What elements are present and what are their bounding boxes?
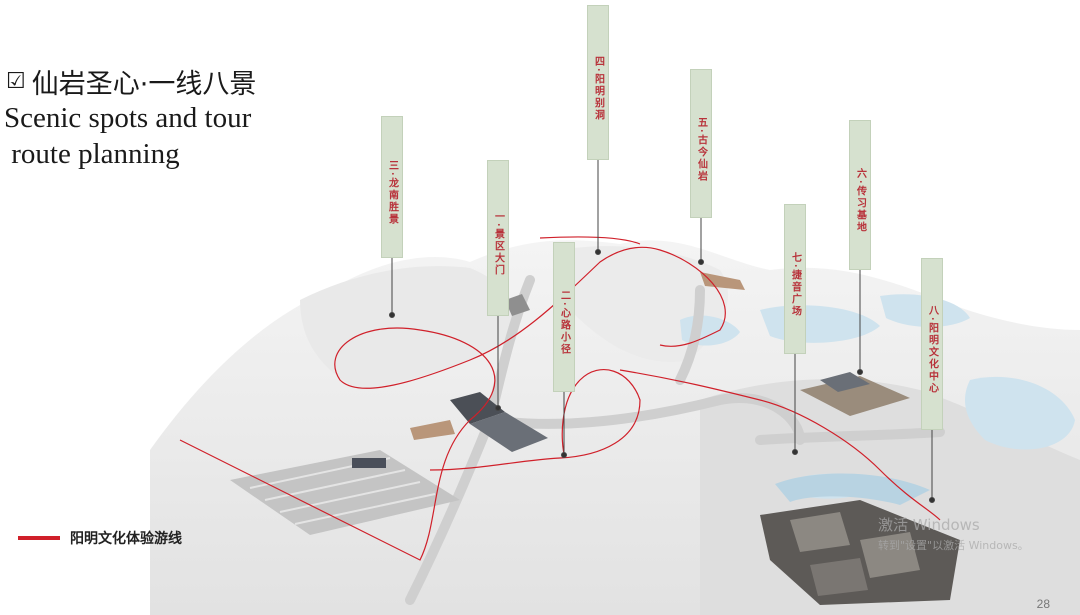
watermark-line-2: 转到"设置"以激活 Windows。 — [878, 539, 1029, 552]
spot-tag-7: 七·捷音广场 — [784, 204, 806, 354]
checkbox-icon: ☑ — [6, 69, 26, 94]
spot-tag-1: 一·景区大门 — [487, 160, 509, 316]
buildings — [410, 272, 960, 605]
watermark-line-1: 激活 Windows — [878, 516, 980, 534]
spot-tag-5: 五·古今仙岩 — [690, 69, 712, 218]
page-number: 28 — [1036, 597, 1050, 611]
title-en-line-1: Scenic spots and tour — [4, 102, 252, 134]
spot-label: 二·心路小径 — [558, 290, 570, 356]
title-en-line-2: route planning — [4, 138, 180, 170]
spot-tag-2: 二·心路小径 — [553, 242, 575, 392]
spot-tag-8: 八·阳明文化中心 — [921, 258, 943, 430]
spot-label: 七·捷音广场 — [789, 252, 801, 318]
parking-lot — [230, 450, 460, 535]
spot-label: 一·景区大门 — [492, 211, 504, 277]
route-legend: 阳明文化体验游线 — [18, 528, 182, 548]
page-title-en: Scenic spots and tour route planning — [4, 100, 251, 172]
spot-label: 三·龙南胜景 — [386, 160, 398, 226]
spot-tag-4: 四·阳明别洞 — [587, 5, 609, 160]
route-legend-label: 阳明文化体验游线 — [70, 531, 182, 547]
tour-route — [179, 236, 941, 561]
windows-watermark: 激活 Windows 转到"设置"以激活 Windows。 — [878, 514, 1029, 553]
spot-label: 八·阳明文化中心 — [926, 305, 938, 395]
spot-label: 五·古今仙岩 — [695, 116, 707, 183]
route-swatch — [18, 536, 60, 540]
leader-lines — [389, 160, 935, 503]
spot-label: 四·阳明别洞 — [592, 55, 604, 122]
title-cn-text: 仙岩圣心·一线八景 — [31, 69, 257, 100]
page-title-cn: ☑ 仙岩圣心·一线八景 — [6, 62, 256, 101]
spot-label: 六·传习基地 — [854, 168, 866, 234]
spot-tag-3: 三·龙南胜景 — [381, 116, 403, 258]
spot-tag-6: 六·传习基地 — [849, 120, 871, 270]
